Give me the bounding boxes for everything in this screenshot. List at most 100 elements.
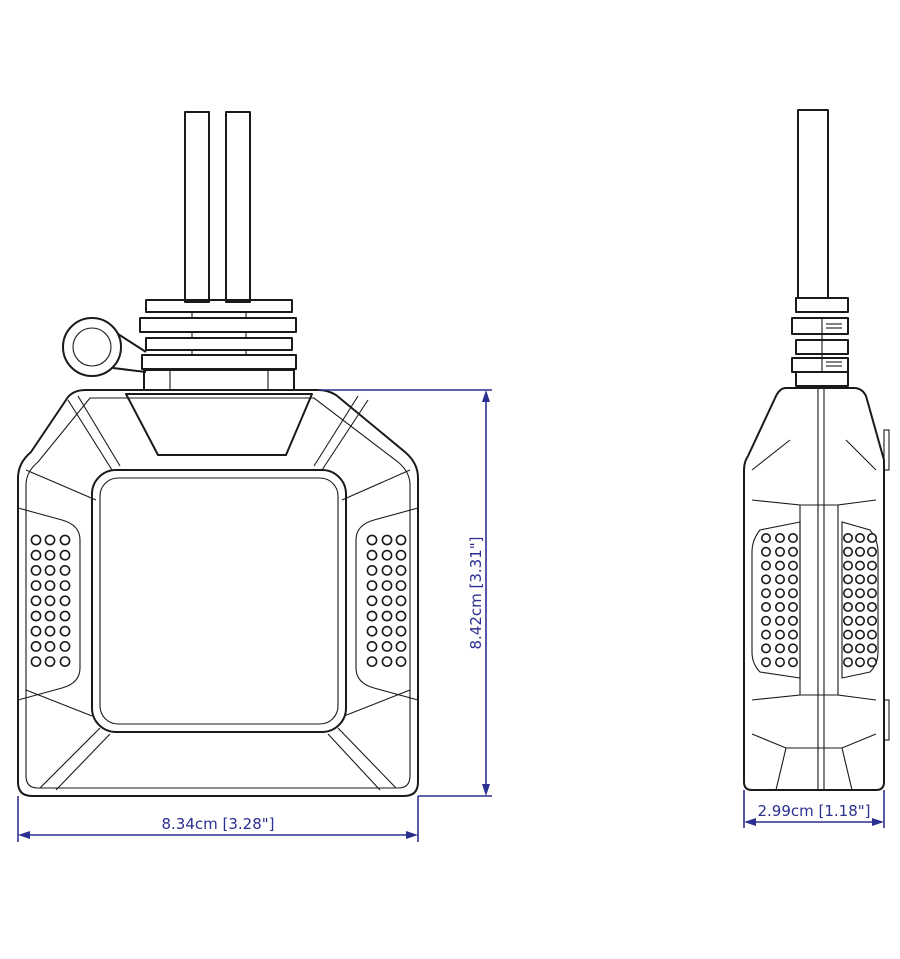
dimension-width: 8.34cm [3.28"]	[17, 796, 419, 842]
vent-hole	[366, 610, 378, 622]
vent-hole	[366, 549, 378, 561]
vent-hole	[44, 580, 56, 591]
vent-hole	[395, 580, 407, 591]
side-body	[743, 387, 890, 791]
vent-hole	[30, 580, 42, 591]
vent-hole	[760, 560, 771, 571]
vent-hole	[30, 595, 42, 607]
vent-hole	[395, 625, 407, 637]
vent-hole	[59, 580, 71, 591]
vent-hole	[381, 565, 393, 576]
vent-hole	[760, 629, 771, 640]
side-view: 2.99cm [1.18"]	[743, 109, 890, 828]
vent-hole	[30, 565, 42, 576]
vent-hole	[44, 656, 56, 667]
vent-hole	[787, 574, 798, 585]
vent-hole	[44, 549, 56, 561]
vent-hole	[774, 546, 785, 557]
lanyard-ring	[62, 317, 147, 377]
vent-hole	[59, 641, 71, 652]
vent-hole	[842, 643, 853, 654]
vent-hole	[59, 656, 71, 667]
side-vent-left	[760, 532, 798, 668]
width-label: 8.34cm [3.28"]	[161, 815, 274, 833]
vent-hole	[395, 656, 407, 667]
vent-hole	[395, 595, 407, 607]
vent-hole	[760, 532, 771, 543]
vent-hole	[395, 565, 407, 576]
vent-hole	[854, 629, 865, 640]
vent-hole	[395, 610, 407, 622]
vent-hole	[866, 615, 877, 626]
front-vent-left	[30, 534, 71, 667]
vent-hole	[30, 625, 42, 637]
vent-hole	[366, 534, 378, 546]
vent-hole	[774, 643, 785, 654]
vent-hole	[366, 625, 378, 637]
vent-hole	[381, 641, 393, 652]
vent-hole	[760, 574, 771, 585]
vent-hole	[866, 629, 877, 640]
vent-hole	[842, 629, 853, 640]
vent-hole	[774, 601, 785, 612]
vent-hole	[44, 565, 56, 576]
vent-hole	[774, 657, 785, 668]
vent-hole	[30, 549, 42, 561]
vent-hole	[381, 656, 393, 667]
vent-hole	[842, 657, 853, 668]
side-strain-relief	[791, 297, 849, 387]
vent-hole	[842, 601, 853, 612]
vent-hole	[760, 601, 771, 612]
vent-hole	[395, 549, 407, 561]
vent-hole	[866, 643, 877, 654]
vent-hole	[854, 588, 865, 599]
vent-hole	[866, 532, 877, 543]
vent-hole	[866, 546, 877, 557]
vent-hole	[395, 641, 407, 652]
vent-hole	[366, 595, 378, 607]
vent-hole	[760, 588, 771, 599]
vent-hole	[59, 610, 71, 622]
vent-hole	[854, 643, 865, 654]
vent-hole	[787, 657, 798, 668]
side-cable	[797, 109, 829, 299]
vent-hole	[842, 615, 853, 626]
vent-hole	[774, 615, 785, 626]
vent-hole	[381, 625, 393, 637]
dimension-depth: 2.99cm [1.18"]	[743, 790, 885, 828]
vent-hole	[787, 629, 798, 640]
vent-hole	[787, 643, 798, 654]
vent-hole	[854, 657, 865, 668]
vent-hole	[854, 546, 865, 557]
vent-hole	[854, 615, 865, 626]
vent-hole	[366, 641, 378, 652]
vent-hole	[787, 532, 798, 543]
vent-hole	[30, 656, 42, 667]
vent-hole	[760, 546, 771, 557]
vent-hole	[760, 643, 771, 654]
vent-hole	[866, 560, 877, 571]
vent-hole	[787, 601, 798, 612]
vent-hole	[760, 615, 771, 626]
vent-hole	[866, 601, 877, 612]
vent-hole	[787, 546, 798, 557]
vent-hole	[44, 610, 56, 622]
vent-hole	[59, 595, 71, 607]
vent-hole	[842, 588, 853, 599]
front-cables	[184, 111, 251, 303]
vent-hole	[381, 580, 393, 591]
vent-hole	[787, 615, 798, 626]
vent-hole	[395, 534, 407, 546]
vent-hole	[866, 574, 877, 585]
vent-hole	[366, 656, 378, 667]
vent-hole	[366, 565, 378, 576]
vent-hole	[366, 580, 378, 591]
vent-hole	[44, 641, 56, 652]
vent-hole	[30, 534, 42, 546]
vent-hole	[59, 565, 71, 576]
vent-hole	[866, 588, 877, 599]
vent-hole	[59, 534, 71, 546]
vent-hole	[774, 560, 785, 571]
vent-hole	[787, 560, 798, 571]
